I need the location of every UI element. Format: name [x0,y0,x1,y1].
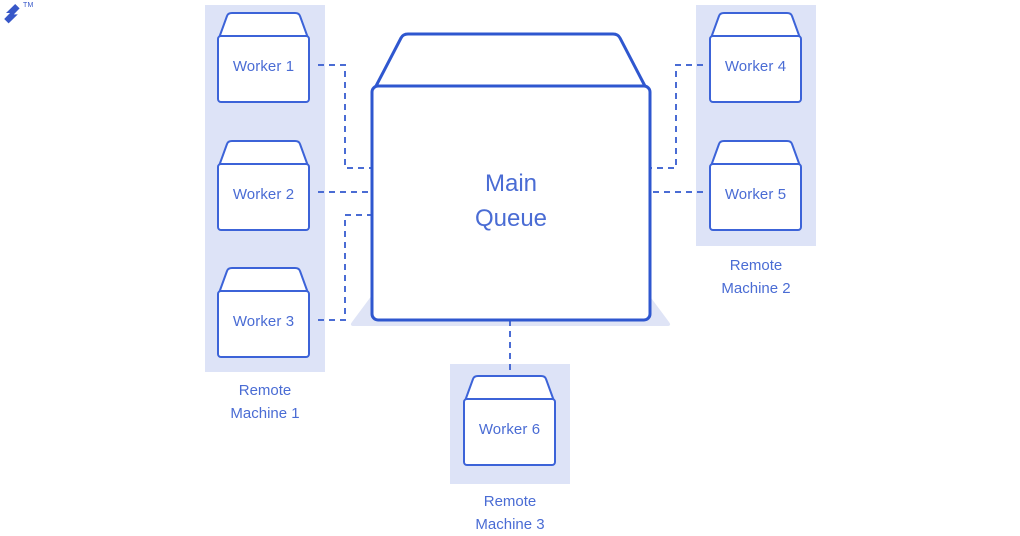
worker-3-body [217,290,310,358]
worker-1-body [217,35,310,103]
connector-group [318,64,703,378]
connector-worker-1 [318,64,372,169]
connector-worker-3 [318,214,372,321]
worker-2-lid [218,140,309,167]
toptal-logo-icon [4,4,20,24]
trademark-symbol: TM [23,2,34,9]
toptal-logo: TM [2,2,42,26]
worker-3-lid [218,267,309,294]
worker-1-lid [218,12,309,39]
main-queue-lid [373,32,648,89]
worker-2-body [217,163,310,231]
worker-5-lid [710,140,801,167]
worker-5-body [709,163,802,231]
worker-6-body [463,398,556,466]
worker-6-lid [464,375,555,402]
connector-worker-4 [650,64,703,169]
worker-4-lid [710,12,801,39]
worker-4-body [709,35,802,103]
main-queue-body [370,84,652,322]
